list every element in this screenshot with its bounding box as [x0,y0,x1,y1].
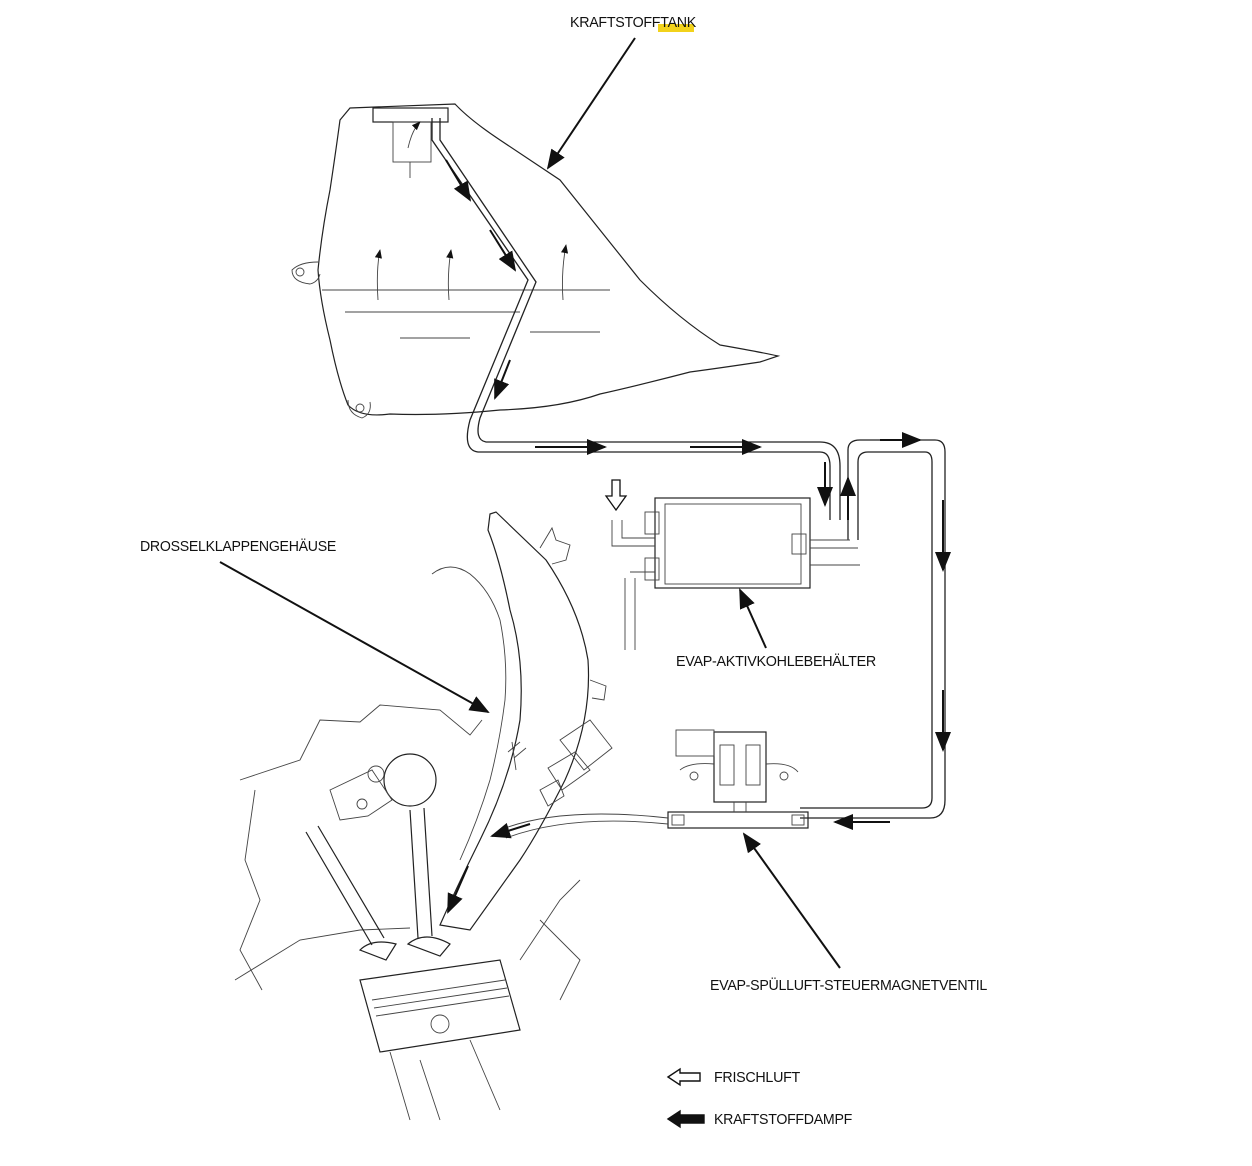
legend: FRISCHLUFT KRAFTSTOFFDAMPF [666,1067,852,1129]
fuel-vapor-arrow-icon [666,1109,705,1129]
legend-fuel-vapor: KRAFTSTOFFDAMPF [714,1111,852,1128]
throttle-body-intake [431,511,613,931]
leader-lines [219,37,841,969]
evap-canister [604,479,860,650]
purge-pipe [800,432,951,830]
purge-solenoid-valve [490,729,809,839]
engine-cylinder [234,704,581,1121]
canister-label: EVAP-AKTIVKOHLEBEHÄLTER [676,653,876,670]
purge-valve-label: EVAP-SPÜLLUFT-STEUERMAGNETVENTIL [710,976,987,994]
vapor-pipe [431,118,841,520]
fuel-tank [291,103,781,419]
legend-fresh-air: FRISCHLUFT [714,1069,800,1086]
label-highlight [658,24,694,32]
throttle-body-label: DROSSELKLAPPENGEHÄUSE [140,538,336,555]
fuel-tank-label: KRAFTSTOFFTANK [570,14,696,31]
fresh-air-arrow-icon [666,1067,701,1087]
